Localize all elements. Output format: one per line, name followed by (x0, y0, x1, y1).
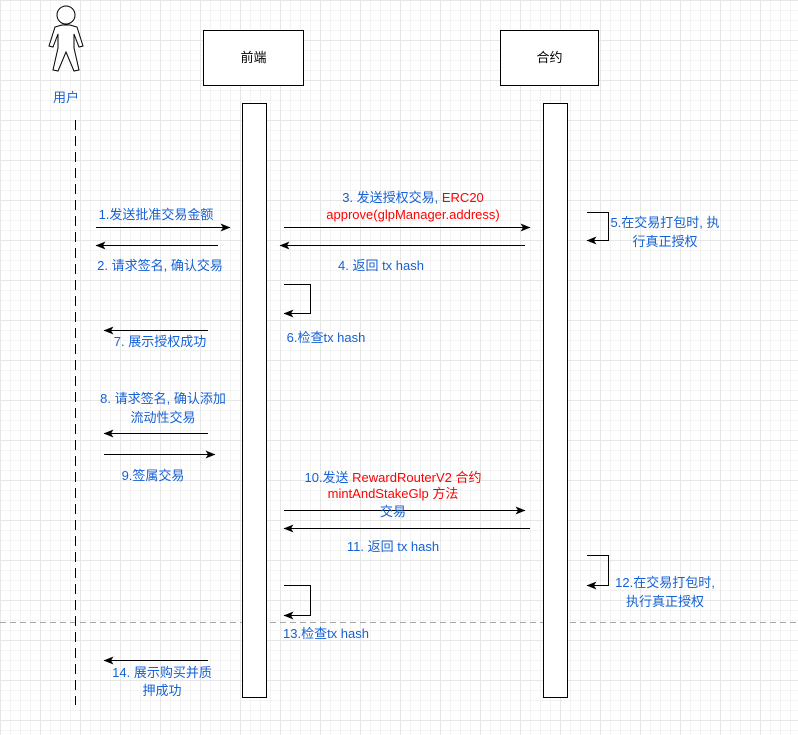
message-8-label-line1: 8. 请求签名, 确认添加 (100, 391, 226, 406)
message-5-label-line2: 行真正授权 (632, 234, 697, 249)
message-8-label-line2: 流动性交易 (130, 410, 195, 425)
message-3: 3. 发送授权交易, ERC20 approve(glpManager.addr… (284, 190, 531, 232)
message-10-label-line1: 10.发送 RewardRouterV2 合约 (304, 470, 481, 485)
message-10-highlight: RewardRouterV2 合约 (352, 470, 481, 485)
message-12-label-line1: 12.在交易打包时, (615, 575, 715, 590)
message-2: 2. 请求签名, 确认交易 (95, 241, 223, 273)
frontend-box (203, 30, 304, 86)
message-10: 10.发送 RewardRouterV2 合约 mintAndStakeGlp … (284, 470, 526, 519)
participant-frontend: 前端 (203, 30, 304, 698)
message-3-highlight: ERC20 (442, 190, 484, 205)
message-14-label-line1: 14. 展示购买并质 (112, 665, 212, 680)
frontend-label: 前端 (240, 50, 266, 65)
message-6-self-arrow (283, 284, 311, 318)
message-3-text: 3. 发送授权交易, (342, 190, 442, 205)
message-11-label: 11. 返回 tx hash (347, 539, 439, 554)
message-13-label: 13.检查tx hash (283, 626, 369, 641)
message-14-label-line2: 押成功 (142, 683, 181, 698)
message-10-label-line3: 交易 (380, 504, 406, 519)
message-12: 12.在交易打包时, 执行真正授权 (586, 555, 715, 609)
message-5-self-arrow (586, 212, 609, 245)
message-12-label-line2: 执行真正授权 (626, 594, 704, 609)
message-9-label: 9.签属交易 (122, 468, 185, 483)
message-13: 13.检查tx hash (283, 585, 369, 641)
contract-activation-bar (543, 103, 568, 698)
user-label: 用户 (53, 90, 79, 105)
message-3-label-line2: approve(glpManager.address) (326, 207, 499, 222)
message-5: 5.在交易打包时, 执 行真正授权 (586, 212, 720, 249)
participant-contract: 合约 (500, 30, 599, 698)
message-1: 1.发送批准交易金额 (96, 207, 231, 232)
message-7-label: 7. 展示授权成功 (114, 334, 206, 349)
message-14: 14. 展示购买并质 押成功 (103, 656, 212, 698)
message-10-text: 10.发送 (304, 470, 352, 485)
frontend-activation-bar (242, 103, 267, 698)
message-9: 9.签属交易 (104, 450, 216, 483)
message-12-self-arrow (586, 555, 609, 590)
message-6: 6.检查tx hash (283, 284, 366, 345)
message-8: 8. 请求签名, 确认添加 流动性交易 (100, 391, 226, 438)
message-1-label: 1.发送批准交易金额 (99, 207, 214, 222)
actor-body-icon (48, 24, 84, 72)
message-7: 7. 展示授权成功 (103, 326, 208, 349)
message-4: 4. 返回 tx hash (279, 241, 525, 273)
message-13-self-arrow (283, 585, 311, 620)
participant-user: 用户 (48, 5, 84, 705)
contract-label: 合约 (536, 50, 562, 65)
message-5-label-line1: 5.在交易打包时, 执 (610, 215, 719, 230)
message-10-label-line2: mintAndStakeGlp 方法 (328, 486, 459, 501)
message-4-label: 4. 返回 tx hash (338, 258, 424, 273)
contract-box (500, 30, 599, 86)
message-3-label-line1: 3. 发送授权交易, ERC20 (342, 190, 484, 205)
message-6-label: 6.检查tx hash (287, 330, 366, 345)
message-11: 11. 返回 tx hash (283, 524, 530, 554)
actor-head (56, 5, 76, 25)
message-2-label: 2. 请求签名, 确认交易 (97, 258, 223, 273)
